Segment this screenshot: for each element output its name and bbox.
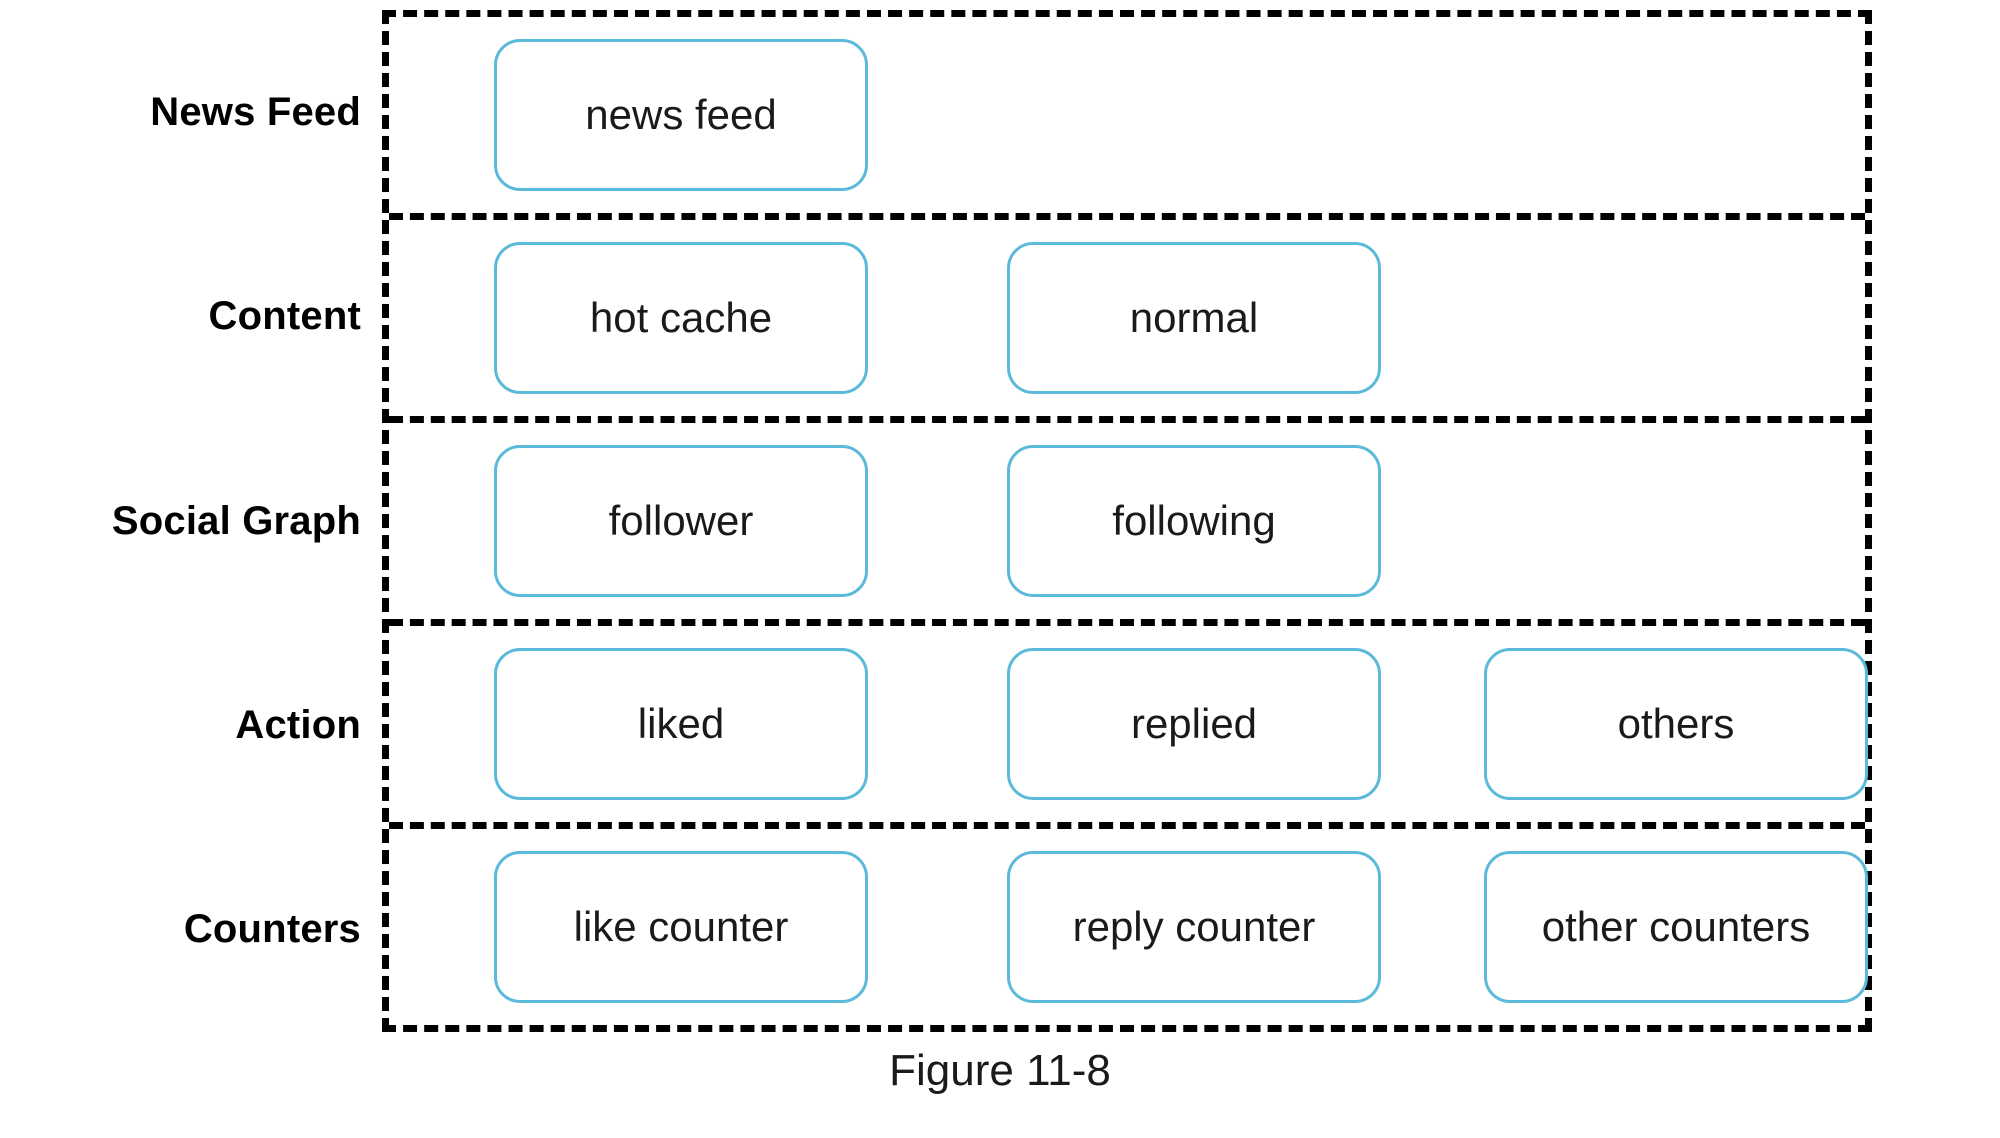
node-slot: others <box>1484 648 1868 800</box>
node-slot: following <box>1007 445 1381 597</box>
row-label-news-feed: News Feed <box>150 89 361 134</box>
node-following[interactable]: following <box>1007 445 1381 597</box>
row-label-social-graph: Social Graph <box>111 498 361 543</box>
node-slot: reply counter <box>1007 851 1381 1003</box>
node-like-counter[interactable]: like counter <box>494 851 868 1003</box>
row-label-content: Content <box>208 294 361 339</box>
figure-caption: Figure 11-8 <box>889 1046 1111 1095</box>
node-normal[interactable]: normal <box>1007 242 1381 394</box>
row-label-action: Action <box>235 702 361 747</box>
diagram-row-news-feed: news feed <box>389 17 1865 213</box>
node-news-feed[interactable]: news feed <box>494 39 868 191</box>
diagram-row-content: hot cache normal <box>389 213 1865 416</box>
node-slot: normal <box>1007 242 1381 394</box>
dashed-boundary-container: news feed hot cache normal follower foll… <box>382 10 1872 1032</box>
diagram-row-action: liked replied others <box>389 619 1868 822</box>
node-other-counters[interactable]: other counters <box>1484 851 1868 1003</box>
node-slot: liked <box>494 648 868 800</box>
node-slot: like counter <box>494 851 868 1003</box>
node-slot: news feed <box>494 39 868 191</box>
node-others[interactable]: others <box>1484 648 1868 800</box>
diagram-row-counters: like counter reply counter other counter… <box>389 822 1868 1025</box>
row-label-column: News Feed Content Social Graph Action Co… <box>0 10 365 1032</box>
node-hot-cache[interactable]: hot cache <box>494 242 868 394</box>
node-slot: other counters <box>1484 851 1868 1003</box>
node-liked[interactable]: liked <box>494 648 868 800</box>
node-slot: hot cache <box>494 242 868 394</box>
node-replied[interactable]: replied <box>1007 648 1381 800</box>
node-slot: replied <box>1007 648 1381 800</box>
diagram-row-social-graph: follower following <box>389 416 1865 619</box>
node-follower[interactable]: follower <box>494 445 868 597</box>
node-reply-counter[interactable]: reply counter <box>1007 851 1381 1003</box>
node-slot: follower <box>494 445 868 597</box>
row-label-counters: Counters <box>183 907 361 952</box>
